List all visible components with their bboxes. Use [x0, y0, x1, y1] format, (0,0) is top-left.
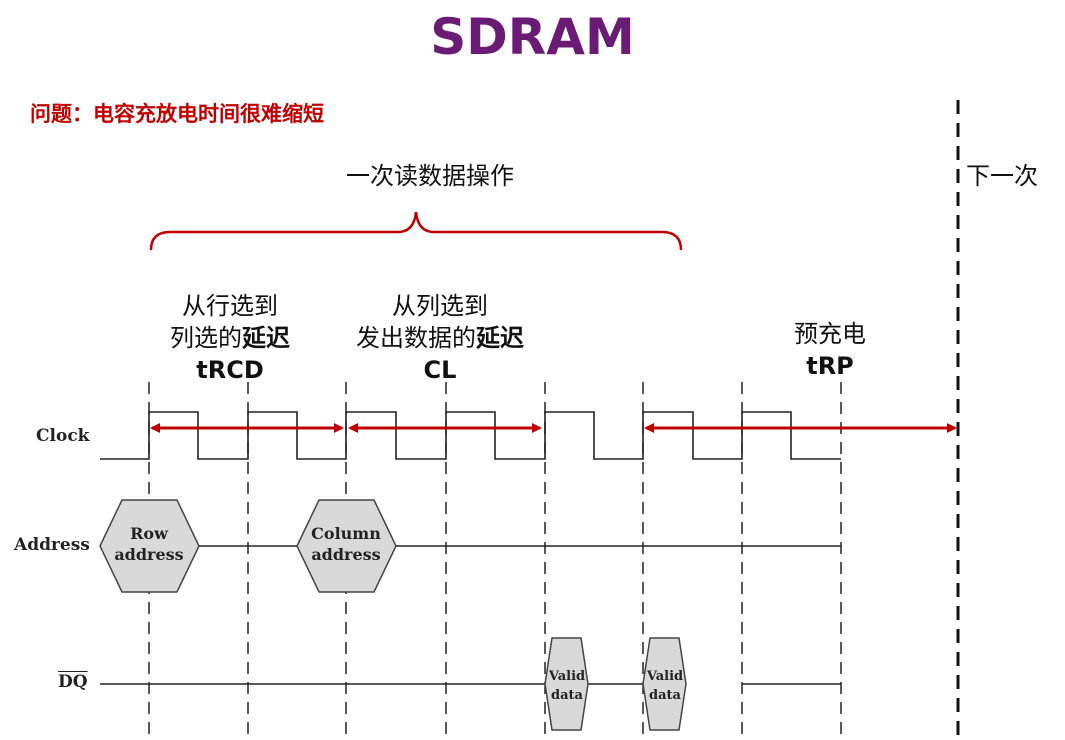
clock-waveform — [100, 411, 841, 460]
row-address-line1: Row — [130, 524, 169, 543]
dq-signal-label: DQ — [58, 672, 88, 692]
column-address-line1: Column — [311, 524, 381, 543]
page-title: SDRAM — [430, 8, 635, 66]
cl-label: 从列选到 发出数据的延迟 CL — [320, 290, 560, 386]
trp-label: 预充电 tRP — [740, 318, 920, 382]
row-address-shape — [99, 499, 200, 593]
valid-data-1-line1: Valid — [548, 669, 585, 684]
trcd-label: 从行选到 列选的延迟 tRCD — [120, 290, 340, 386]
trp-name: tRP — [806, 352, 854, 380]
trcd-line2a: 列选的 — [170, 324, 242, 352]
trcd-line1: 从行选到 — [182, 292, 278, 320]
column-address-shape — [296, 499, 397, 593]
trcd-line2: 列选的延迟 — [120, 322, 340, 354]
valid-data-2-line1: Valid — [646, 669, 683, 684]
address-signal-label: Address — [14, 535, 90, 555]
valid-data-shape-2 — [642, 637, 687, 731]
trp-line1: 预充电 — [794, 320, 866, 348]
trcd-line2b: 延迟 — [242, 324, 290, 352]
cl-line1: 从列选到 — [392, 292, 488, 320]
next-operation-label: 下一次 — [966, 162, 1038, 190]
trcd-name: tRCD — [196, 356, 264, 384]
valid-data-2-line2: data — [649, 688, 682, 703]
valid-data-1-line2: data — [551, 688, 584, 703]
cl-name: CL — [423, 356, 457, 384]
cl-line2a: 发出数据的 — [356, 324, 476, 352]
clock-signal-label: Clock — [36, 426, 90, 446]
read-operation-brace — [149, 211, 683, 251]
cl-line2: 发出数据的延迟 — [320, 322, 560, 354]
valid-data-shape-1 — [544, 637, 589, 731]
cl-line2b: 延迟 — [476, 324, 524, 352]
row-address-line2: address — [114, 545, 183, 564]
problem-statement: 问题：电容充放电时间很难缩短 — [30, 102, 324, 126]
read-operation-label: 一次读数据操作 — [346, 162, 514, 190]
column-address-line2: address — [311, 545, 380, 564]
